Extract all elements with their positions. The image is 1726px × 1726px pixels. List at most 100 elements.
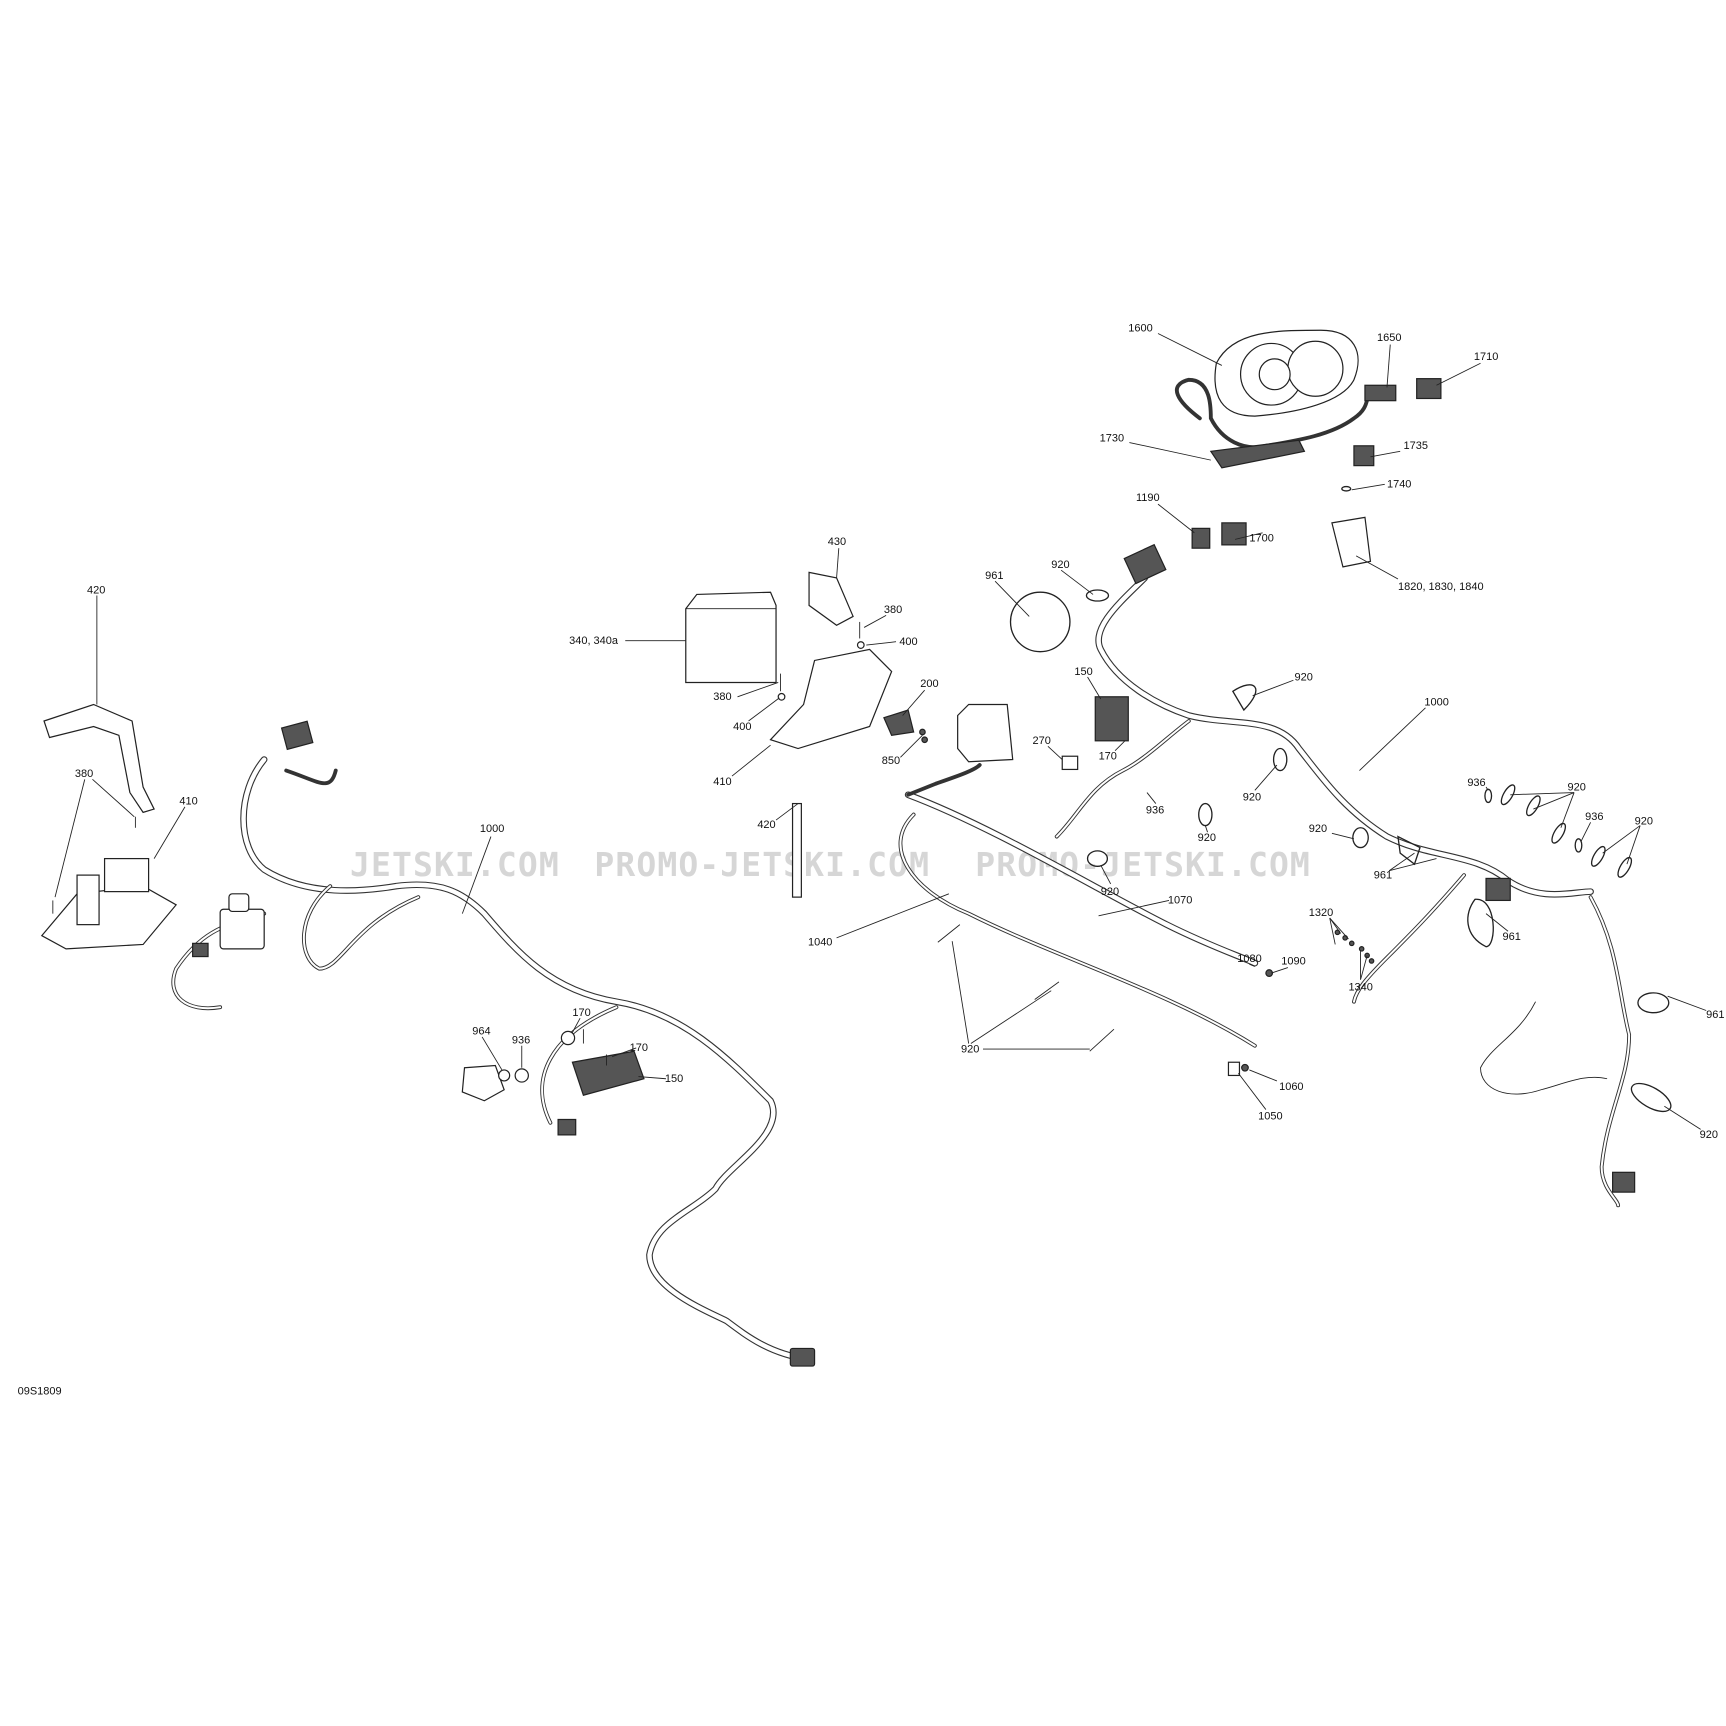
callout-label: 961 bbox=[1503, 931, 1521, 943]
connector-icon bbox=[1612, 1171, 1636, 1193]
watermark-text: PROMO-JETSKI.COM bbox=[594, 845, 930, 884]
callout-label: 936 bbox=[1467, 777, 1485, 789]
callout-label: 964 bbox=[472, 1026, 490, 1038]
connector-icon bbox=[192, 942, 209, 958]
callout-label: 1600 bbox=[1128, 322, 1152, 334]
washer-icon bbox=[498, 1069, 511, 1082]
callout-label: 1700 bbox=[1249, 533, 1273, 545]
voltage-regulator-part bbox=[571, 1050, 645, 1096]
callout-label: 1090 bbox=[1281, 955, 1305, 967]
battery-cover-430-part bbox=[808, 571, 854, 626]
callout-label: 961 bbox=[1374, 869, 1392, 881]
callout-label: 1320 bbox=[1309, 907, 1333, 919]
callout-label: 1710 bbox=[1474, 351, 1498, 363]
callout-label: 430 bbox=[828, 536, 846, 548]
callout-label: 200 bbox=[920, 678, 938, 690]
connector-1190-part bbox=[1191, 527, 1211, 549]
leader-lines bbox=[54, 333, 1707, 1130]
connector-icon bbox=[1485, 877, 1511, 902]
switch-1650-part bbox=[1364, 384, 1397, 402]
bolt-1050-icon bbox=[1227, 1061, 1241, 1077]
callout-label: 1060 bbox=[1279, 1081, 1303, 1093]
connector-270-icon bbox=[1061, 755, 1079, 771]
callout-label: 920 bbox=[1635, 815, 1653, 827]
grommet-icon bbox=[514, 1068, 529, 1083]
callout-label: 270 bbox=[1033, 735, 1051, 747]
callout-label: 380 bbox=[713, 691, 731, 703]
battery-strap-420-part bbox=[791, 802, 802, 898]
key-switch-1735-part bbox=[1353, 445, 1375, 467]
callout-label: 380 bbox=[884, 604, 902, 616]
callout-label: 410 bbox=[179, 796, 197, 808]
tie-920-icon bbox=[1089, 1028, 1115, 1052]
callout-label: 920 bbox=[1309, 823, 1327, 835]
callout-label: 850 bbox=[882, 755, 900, 767]
callout-label: 400 bbox=[899, 636, 917, 648]
callout-label: 400 bbox=[733, 721, 751, 733]
callout-label: 170 bbox=[630, 1042, 648, 1054]
callout-labels: 1600 1650 1710 1730 1735 1740 1190 1700 … bbox=[18, 322, 1725, 1397]
callout-label: 1735 bbox=[1403, 440, 1427, 452]
callout-label: 920 bbox=[1700, 1129, 1718, 1141]
lanyard-key-1820-part bbox=[1331, 516, 1372, 568]
callout-label: 150 bbox=[665, 1073, 683, 1085]
nut-850-icon bbox=[919, 728, 926, 736]
callout-label: 1190 bbox=[1136, 492, 1160, 504]
switch-1710-part bbox=[1416, 378, 1442, 400]
tie-920-icon bbox=[1034, 981, 1060, 1000]
connector-icon bbox=[1123, 543, 1167, 585]
watermark-text: JETSKI.COM bbox=[350, 845, 560, 884]
callout-label: 920 bbox=[1243, 791, 1261, 803]
callout-label: 380 bbox=[75, 768, 93, 780]
connector-icon bbox=[789, 1347, 816, 1367]
battery-bracket-410-part bbox=[769, 648, 893, 750]
washer-400-icon bbox=[856, 641, 865, 649]
callout-label: 1070 bbox=[1168, 895, 1192, 907]
callout-label: 920 bbox=[1051, 559, 1069, 571]
callout-label: 1820, 1830, 1840 bbox=[1398, 581, 1484, 593]
gauge-cluster-1600 bbox=[1214, 329, 1359, 417]
bracket-wall-part bbox=[76, 874, 100, 926]
bracket-wall-part bbox=[103, 857, 150, 893]
connector-block-part bbox=[461, 1064, 505, 1102]
callout-label: 1080 bbox=[1237, 953, 1261, 965]
connector-icon bbox=[557, 1118, 577, 1136]
callout-label: 1740 bbox=[1387, 479, 1411, 491]
callout-label: 410 bbox=[713, 776, 731, 788]
nut-850-icon bbox=[921, 736, 929, 744]
fuse-box-part bbox=[957, 703, 1014, 763]
battery-bracket-part bbox=[40, 885, 178, 950]
callout-label: 1040 bbox=[808, 937, 832, 949]
callout-label: 920 bbox=[1295, 671, 1313, 683]
callout-label: 1340 bbox=[1348, 982, 1372, 994]
callout-label: 936 bbox=[512, 1035, 530, 1047]
callout-label: 961 bbox=[1706, 1009, 1724, 1021]
callout-label: 936 bbox=[1585, 811, 1603, 823]
callout-label: 920 bbox=[961, 1043, 979, 1055]
callout-label: 150 bbox=[1074, 666, 1092, 678]
callout-label: 920 bbox=[1198, 832, 1216, 844]
callout-label: 1050 bbox=[1258, 1110, 1282, 1122]
voltage-regulator-150-part bbox=[1094, 696, 1129, 742]
tie-920-icon bbox=[937, 924, 961, 943]
callout-label: 936 bbox=[1146, 804, 1164, 816]
callout-label: 920 bbox=[1101, 886, 1119, 898]
connector-icon bbox=[280, 720, 314, 751]
relay-box-part bbox=[219, 908, 265, 950]
solenoid-200-part bbox=[883, 709, 915, 736]
battery-strap-part bbox=[43, 703, 155, 814]
callout-label: 170 bbox=[1099, 751, 1117, 763]
callout-label: 170 bbox=[572, 1007, 590, 1019]
watermarks: JETSKI.COM PROMO-JETSKI.COM PROMO-JETSKI… bbox=[350, 845, 1310, 884]
o-ring-1740-icon bbox=[1341, 485, 1352, 492]
drawing-number: 09S1809 bbox=[18, 1386, 62, 1398]
harness-1730-part bbox=[1209, 439, 1306, 469]
callout-label: 1000 bbox=[1424, 697, 1448, 709]
callout-label: 420 bbox=[757, 819, 775, 831]
relay-cap-part bbox=[228, 893, 250, 913]
callout-label: 340, 340a bbox=[569, 635, 619, 647]
sensor-icon bbox=[560, 1030, 576, 1046]
callout-label: 961 bbox=[985, 570, 1003, 582]
